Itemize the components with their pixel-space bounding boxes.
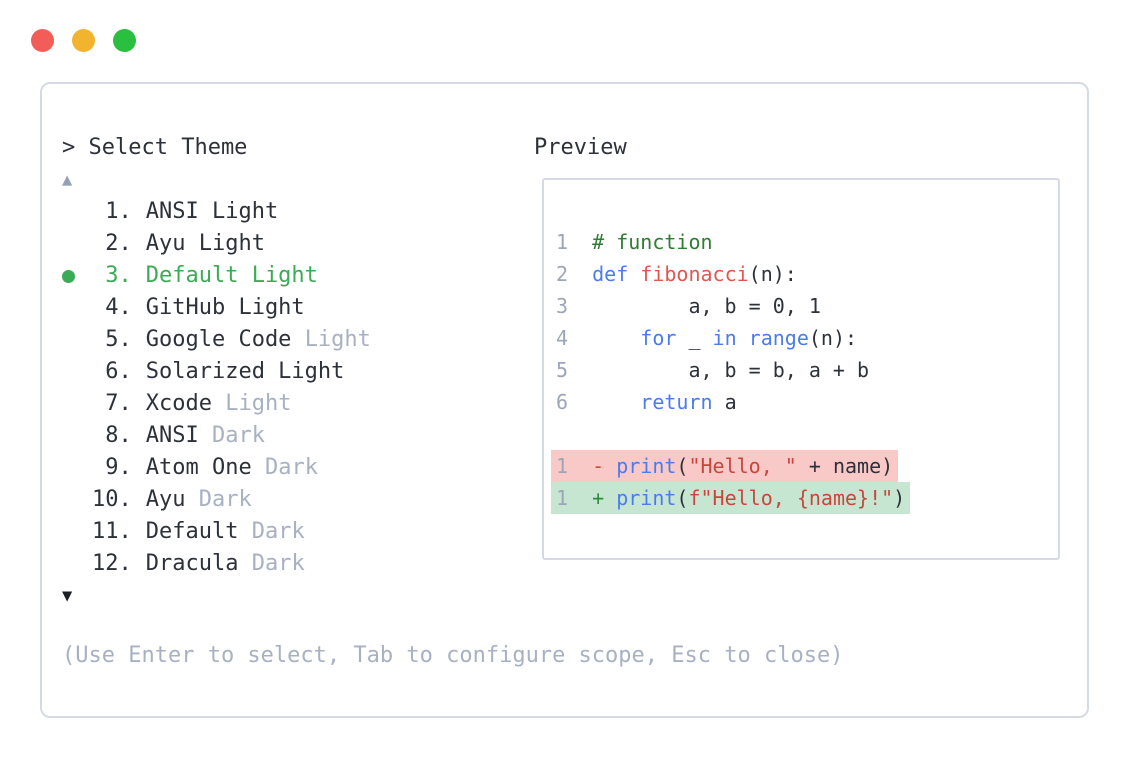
theme-item-label: Google Code Light xyxy=(145,327,371,352)
theme-item-number: 3. xyxy=(105,263,132,288)
theme-item-number: 10. xyxy=(92,487,132,512)
theme-list-item[interactable]: 3. Default Light xyxy=(62,260,371,292)
scroll-down-icon[interactable]: ▼ xyxy=(62,586,73,606)
theme-list-item[interactable]: 6. Solarized Light xyxy=(62,356,371,388)
theme-list-item[interactable]: 7. Xcode Light xyxy=(62,388,371,420)
scroll-up-icon[interactable]: ▲ xyxy=(62,170,73,190)
theme-list-item[interactable]: 4. GitHub Light xyxy=(62,292,371,324)
line-number: 1 xyxy=(556,486,569,510)
code-line: 5 a, b = b, a + b xyxy=(556,354,1046,386)
theme-list: 1. ANSI Light 2. Ayu Light 3. Default Light 4.… xyxy=(62,196,371,580)
keyboard-hint: (Use Enter to select, Tab to configure s… xyxy=(62,643,844,668)
theme-list-item[interactable]: 5. Google Code Light xyxy=(62,324,371,356)
selected-dot-icon xyxy=(62,269,75,283)
code-line: 1# function xyxy=(556,226,1046,258)
line-number: 1 xyxy=(556,454,569,478)
theme-item-number: 9. xyxy=(105,455,132,480)
line-number: 2 xyxy=(556,262,569,286)
picker-prompt: > Select Theme xyxy=(62,135,248,160)
selection-indicator xyxy=(62,269,92,283)
window-controls xyxy=(31,29,136,52)
theme-item-label: Atom One Dark xyxy=(145,455,318,480)
theme-picker: > Select Theme ▲ 1. ANSI Light 2. Ayu Light… xyxy=(62,132,371,612)
theme-item-number: 7. xyxy=(105,391,132,416)
theme-list-item[interactable]: 1. ANSI Light xyxy=(62,196,371,228)
theme-item-label: Default Light xyxy=(145,263,318,288)
diff-line-removed: 1- print("Hello, " + name) xyxy=(551,450,1046,482)
zoom-button[interactable] xyxy=(113,29,136,52)
diff-sample: 1- print("Hello, " + name)1+ print(f"Hel… xyxy=(551,450,1046,514)
theme-item-label: Ayu Dark xyxy=(145,487,252,512)
theme-item-label: Xcode Light xyxy=(145,391,292,416)
theme-picker-panel: > Select Theme ▲ 1. ANSI Light 2. Ayu Light… xyxy=(40,82,1089,718)
theme-list-item[interactable]: 12. Dracula Dark xyxy=(62,548,371,580)
theme-list-item[interactable]: 11. Default Dark xyxy=(62,516,371,548)
minimize-button[interactable] xyxy=(72,29,95,52)
code-line: 4 for _ in range(n): xyxy=(556,322,1046,354)
theme-item-label: Solarized Light xyxy=(145,359,345,384)
theme-item-number: 2. xyxy=(105,231,132,256)
theme-list-item[interactable]: 10. Ayu Dark xyxy=(62,484,371,516)
theme-item-label: Default Dark xyxy=(145,519,305,544)
theme-list-item[interactable]: 9. Atom One Dark xyxy=(62,452,371,484)
theme-item-label: ANSI Light xyxy=(145,199,279,224)
code-line: 6 return a xyxy=(556,386,1046,418)
theme-item-number: 8. xyxy=(105,423,132,448)
theme-item-number: 6. xyxy=(105,359,132,384)
line-number: 3 xyxy=(556,294,569,318)
theme-item-label: GitHub Light xyxy=(145,295,305,320)
theme-list-item[interactable]: 8. ANSI Dark xyxy=(62,420,371,452)
diff-line-added: 1+ print(f"Hello, {name}!") xyxy=(551,482,1046,514)
line-number: 4 xyxy=(556,326,569,350)
close-button[interactable] xyxy=(31,29,54,52)
code-line: 3 a, b = 0, 1 xyxy=(556,290,1046,322)
theme-item-label: Dracula Dark xyxy=(145,551,305,576)
line-number: 5 xyxy=(556,358,569,382)
line-number: 6 xyxy=(556,390,569,414)
line-number: 1 xyxy=(556,230,569,254)
theme-item-number: 4. xyxy=(105,295,132,320)
theme-item-label: Ayu Light xyxy=(145,231,265,256)
theme-list-item[interactable]: 2. Ayu Light xyxy=(62,228,371,260)
theme-item-label: ANSI Dark xyxy=(145,423,265,448)
theme-item-number: 11. xyxy=(92,519,132,544)
theme-item-number: 1. xyxy=(105,199,132,224)
theme-item-number: 12. xyxy=(92,551,132,576)
theme-item-number: 5. xyxy=(105,327,132,352)
preview-title: Preview xyxy=(534,135,627,160)
